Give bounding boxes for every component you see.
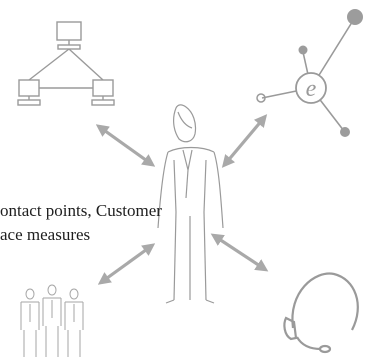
person-figure-icon <box>157 104 224 304</box>
caption-line-2: ace measures <box>0 225 91 244</box>
headset-icon <box>283 272 359 354</box>
svg-text:e: e <box>306 76 317 102</box>
bidirectional-arrow-icon <box>95 124 156 167</box>
bidirectional-arrow-icon <box>210 233 269 272</box>
caption-line-1: ontact points, Customer <box>0 201 162 220</box>
bidirectional-arrow-icon <box>221 114 268 168</box>
network-topology-icon <box>17 21 115 106</box>
people-group-icon <box>20 284 84 357</box>
bidirectional-arrow-icon <box>97 243 156 285</box>
e-commerce-node-icon: e <box>256 9 363 137</box>
